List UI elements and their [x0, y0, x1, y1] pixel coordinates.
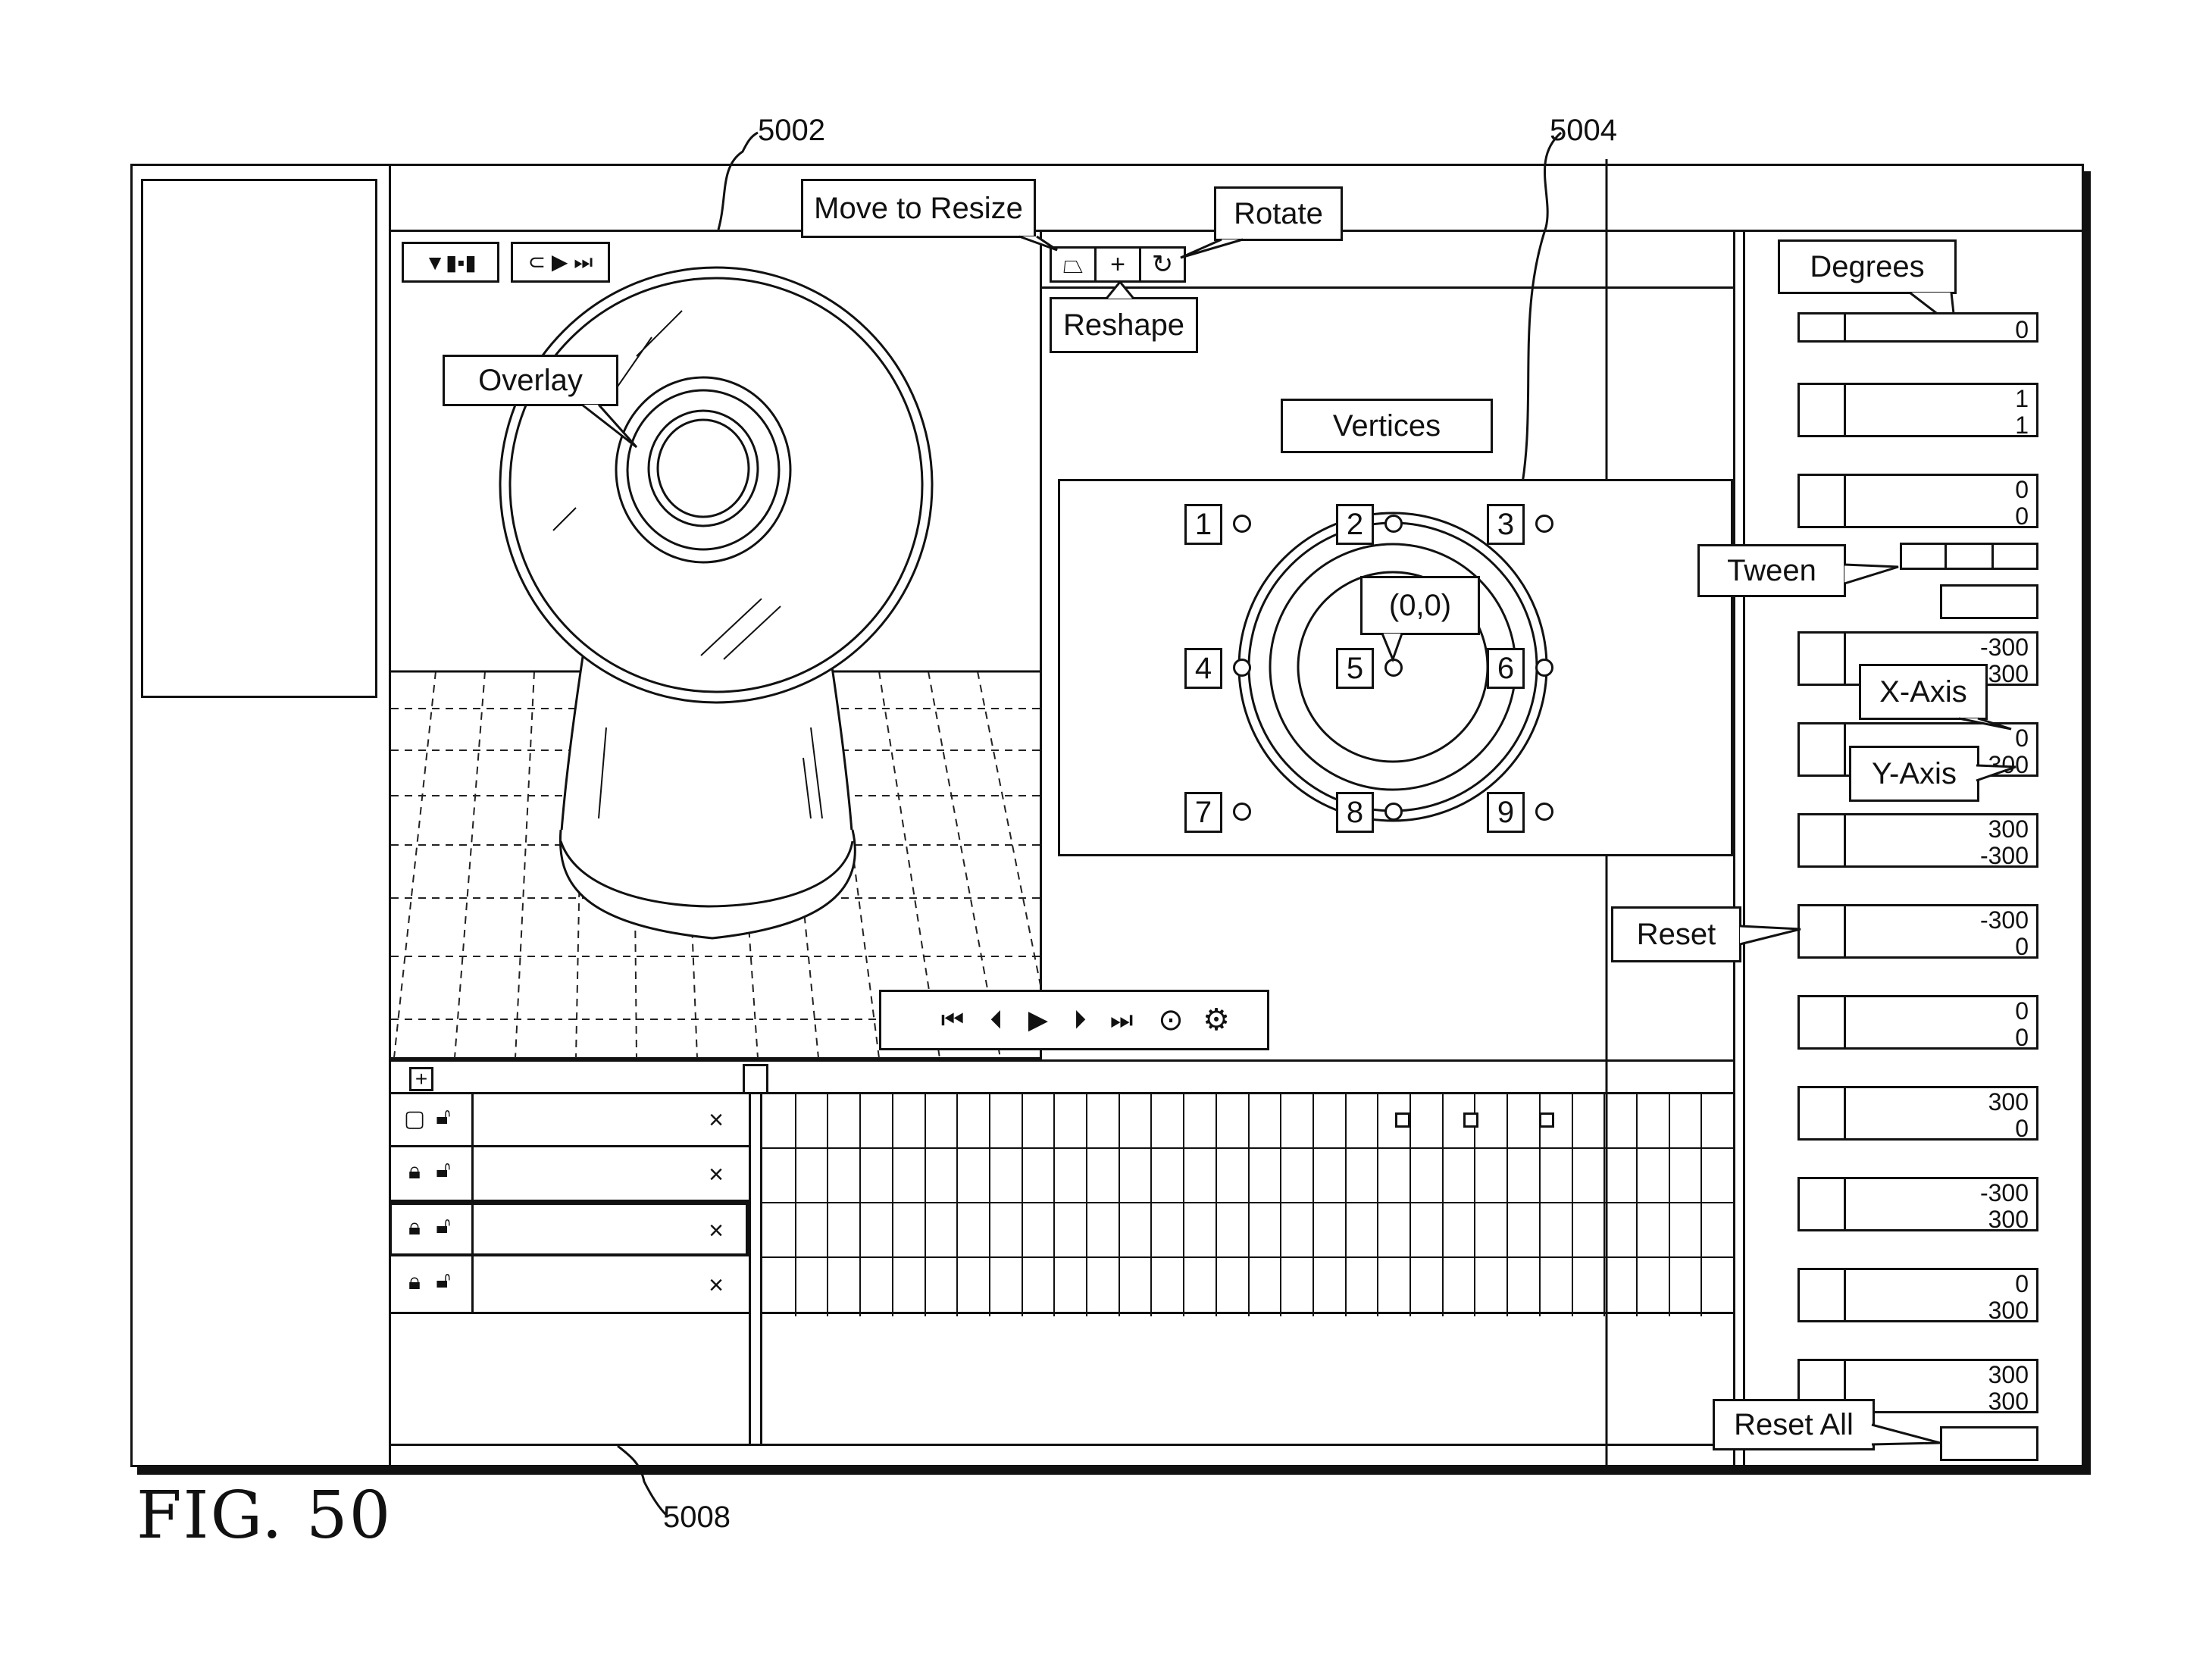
field-callout-pointers [0, 0, 2212, 1671]
